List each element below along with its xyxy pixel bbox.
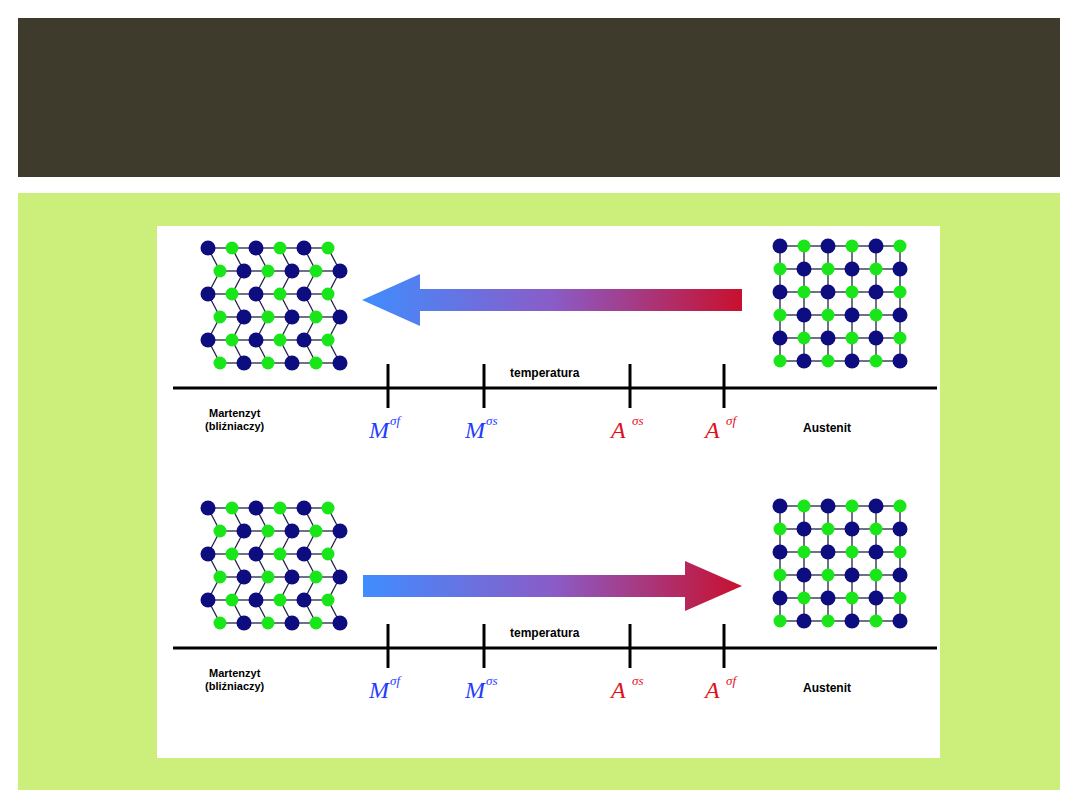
phase-label: Martenzyt (bliźniaczy) <box>205 667 264 692</box>
temperature-symbol: A <box>705 678 720 702</box>
temperature-symbol: M <box>369 678 389 702</box>
axis-label: temperatura <box>508 366 581 380</box>
temperature-superscript: σs <box>632 414 643 427</box>
crystal-lattices <box>201 239 908 631</box>
temperature-superscript: σs <box>486 674 497 687</box>
heating-arrow <box>363 561 742 611</box>
temperature-symbol: A <box>611 418 626 442</box>
temperature-symbol: M <box>465 678 485 702</box>
temperature-axis <box>173 364 937 408</box>
cooling-arrow <box>362 274 742 326</box>
axis-label: temperatura <box>508 626 581 640</box>
temperature-symbol: M <box>369 418 389 442</box>
temperature-symbol: A <box>611 678 626 702</box>
temperature-superscript: σf <box>390 674 400 687</box>
temperature-superscript: σs <box>486 414 497 427</box>
temperature-superscript: σf <box>390 414 400 427</box>
phase-label: Austenit <box>803 681 851 695</box>
martensite-lattice <box>201 501 348 631</box>
austenite-lattice <box>773 499 908 629</box>
temperature-symbol: A <box>705 418 720 442</box>
martensite-lattice <box>201 241 348 371</box>
temperature-superscript: σf <box>726 674 736 687</box>
temperature-symbol: M <box>465 418 485 442</box>
temperature-superscript: σf <box>726 414 736 427</box>
phase-label: Austenit <box>803 421 851 435</box>
temperature-axis <box>173 624 937 668</box>
title-band <box>18 18 1060 177</box>
temperature-superscript: σs <box>632 674 643 687</box>
austenite-lattice <box>773 239 908 369</box>
phase-label: Martenzyt (bliźniaczy) <box>205 407 264 432</box>
